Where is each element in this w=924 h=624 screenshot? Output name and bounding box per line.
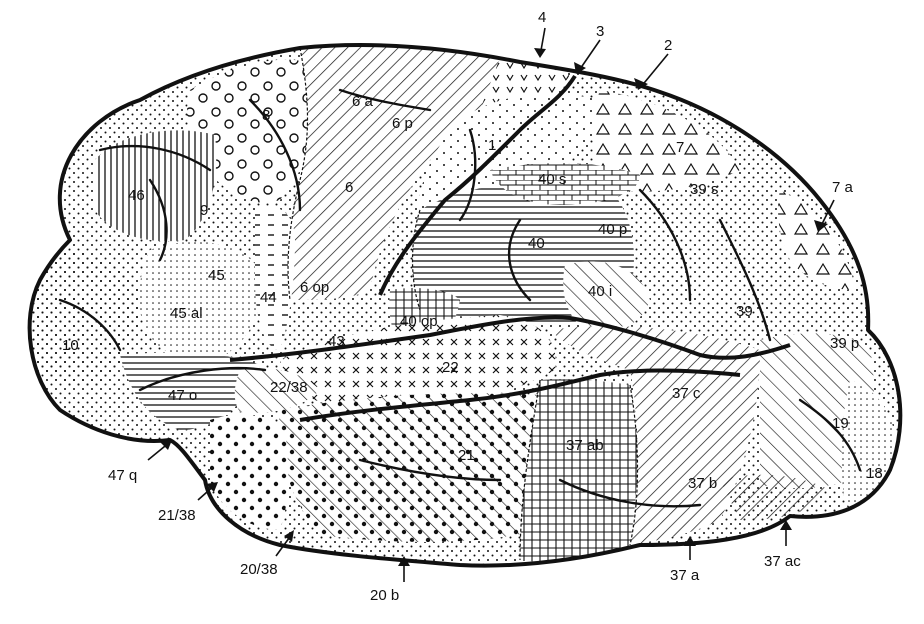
pointer-labels: 4 3 2 7 a 47 q 21/38 bbox=[108, 9, 854, 604]
svg-text:6 p: 6 p bbox=[392, 115, 413, 132]
svg-text:6: 6 bbox=[345, 179, 353, 196]
label-39s: 39 s bbox=[690, 181, 718, 198]
label-8: 8 bbox=[262, 107, 270, 124]
svg-text:1: 1 bbox=[488, 137, 496, 154]
svg-text:7: 7 bbox=[676, 139, 684, 156]
label-7: 7 bbox=[676, 139, 684, 156]
label-39: 39 bbox=[736, 303, 753, 320]
brain-outline bbox=[27, 43, 903, 568]
label-45: 45 bbox=[208, 267, 225, 284]
svg-text:37 c: 37 c bbox=[672, 385, 701, 402]
svg-text:9: 9 bbox=[200, 202, 208, 219]
label-9: 9 bbox=[200, 202, 208, 219]
pointer-20b: 20 b bbox=[370, 556, 410, 604]
svg-text:21: 21 bbox=[458, 447, 475, 464]
svg-text:20/38: 20/38 bbox=[240, 561, 278, 578]
label-40s: 40 s bbox=[538, 171, 566, 188]
pointer-47q: 47 q bbox=[108, 440, 172, 484]
label-18: 18 bbox=[866, 465, 883, 482]
svg-text:39 s: 39 s bbox=[690, 181, 718, 198]
svg-text:47 q: 47 q bbox=[108, 467, 137, 484]
svg-text:7 a: 7 a bbox=[832, 179, 854, 196]
svg-text:21/38: 21/38 bbox=[158, 507, 196, 524]
svg-text:40 s: 40 s bbox=[538, 171, 566, 188]
svg-text:8: 8 bbox=[262, 107, 270, 124]
svg-text:45 al: 45 al bbox=[170, 305, 203, 322]
svg-text:43: 43 bbox=[328, 333, 345, 350]
svg-text:22: 22 bbox=[442, 359, 459, 376]
pointer-37a: 37 a bbox=[670, 536, 700, 584]
label-40op: 40 op bbox=[400, 313, 438, 330]
label-39p: 39 p bbox=[830, 335, 859, 352]
svg-text:40 p: 40 p bbox=[598, 221, 627, 238]
label-1: 1 bbox=[488, 137, 496, 154]
svg-text:40 op: 40 op bbox=[400, 313, 438, 330]
label-44: 44 bbox=[260, 289, 277, 306]
svg-text:37 ab: 37 ab bbox=[566, 437, 604, 454]
label-37c: 37 c bbox=[672, 385, 701, 402]
area-labels: 46 9 8 6 a 6 p 6 1 7 40 s 40 40 p 40 i 3… bbox=[62, 93, 883, 492]
svg-text:39: 39 bbox=[736, 303, 753, 320]
label-22: 22 bbox=[442, 359, 459, 376]
label-6: 6 bbox=[345, 179, 353, 196]
svg-text:6 a: 6 a bbox=[352, 93, 374, 110]
svg-text:10: 10 bbox=[62, 337, 79, 354]
label-6a: 6 a bbox=[352, 93, 374, 110]
svg-text:40 i: 40 i bbox=[588, 283, 612, 300]
label-40: 40 bbox=[528, 235, 545, 252]
superior-temporal-sulcus bbox=[299, 368, 741, 422]
label-21: 21 bbox=[458, 447, 475, 464]
svg-text:2: 2 bbox=[664, 37, 672, 54]
label-37b: 37 b bbox=[688, 475, 717, 492]
svg-text:44: 44 bbox=[260, 289, 277, 306]
label-10: 10 bbox=[62, 337, 79, 354]
svg-text:18: 18 bbox=[866, 465, 883, 482]
label-46: 46 bbox=[128, 187, 145, 204]
pointer-21-38: 21/38 bbox=[158, 482, 218, 524]
label-6op: 6 op bbox=[300, 279, 329, 296]
pointer-3: 3 bbox=[574, 23, 604, 74]
label-47o: 47 o bbox=[168, 387, 197, 404]
label-45al: 45 al bbox=[170, 305, 203, 322]
svg-text:19: 19 bbox=[832, 415, 849, 432]
svg-text:45: 45 bbox=[208, 267, 225, 284]
svg-text:4: 4 bbox=[538, 9, 546, 26]
pointer-20-38: 20/38 bbox=[240, 530, 294, 578]
label-37ab: 37 ab bbox=[566, 437, 604, 454]
svg-text:37 b: 37 b bbox=[688, 475, 717, 492]
sylvian-fissure bbox=[229, 315, 791, 362]
svg-text:37 ac: 37 ac bbox=[764, 553, 801, 570]
svg-text:6 op: 6 op bbox=[300, 279, 329, 296]
svg-text:39 p: 39 p bbox=[830, 335, 859, 352]
svg-text:20 b: 20 b bbox=[370, 587, 399, 604]
pointer-4: 4 bbox=[534, 9, 546, 58]
pointer-37ac: 37 ac bbox=[764, 520, 801, 570]
label-19: 19 bbox=[832, 415, 849, 432]
label-40p: 40 p bbox=[598, 221, 627, 238]
label-22-38: 22/38 bbox=[270, 379, 308, 396]
svg-text:37 a: 37 a bbox=[670, 567, 700, 584]
svg-text:46: 46 bbox=[128, 187, 145, 204]
pointer-7a: 7 a bbox=[814, 179, 854, 232]
pointer-2: 2 bbox=[634, 37, 672, 90]
svg-text:40: 40 bbox=[528, 235, 545, 252]
svg-text:22/38: 22/38 bbox=[270, 379, 308, 396]
label-43: 43 bbox=[328, 333, 345, 350]
label-40i: 40 i bbox=[588, 283, 612, 300]
svg-text:47 o: 47 o bbox=[168, 387, 197, 404]
svg-text:3: 3 bbox=[596, 23, 604, 40]
label-6p: 6 p bbox=[392, 115, 413, 132]
